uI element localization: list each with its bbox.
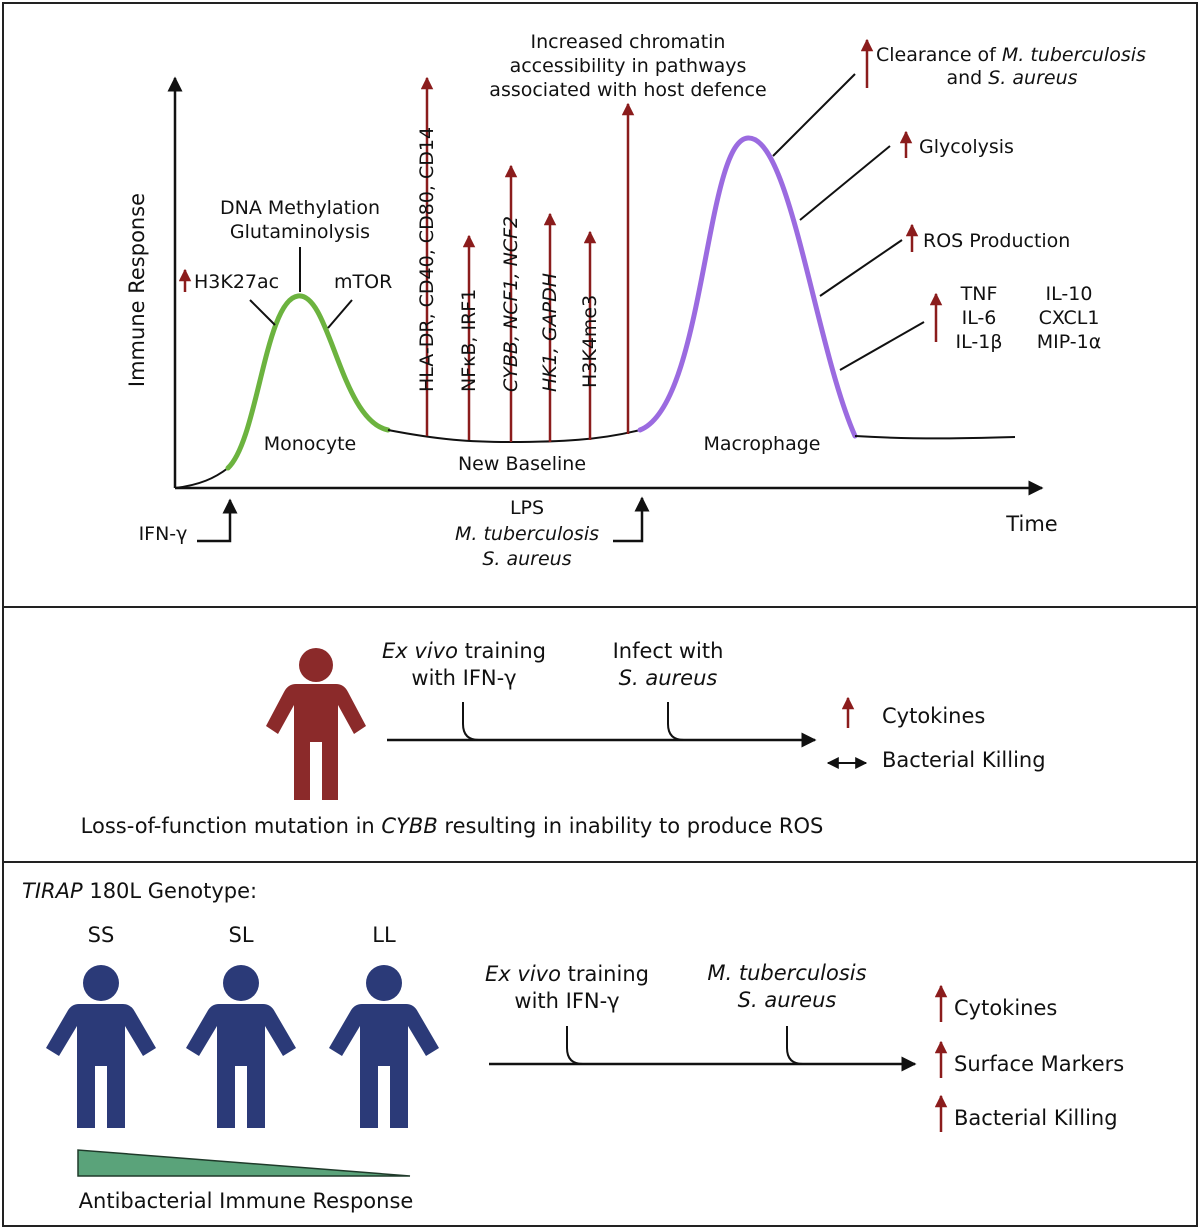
h3k27ac-label: H3K27ac (194, 271, 279, 293)
nfkb-label: NFκB, IRF1 (458, 289, 480, 392)
ros-label: ROS Production (923, 230, 1070, 252)
cytokine-il6: IL-6 (962, 307, 997, 329)
clearance-leader (772, 73, 856, 157)
mtor-leader (327, 299, 353, 329)
infect-line-2: S. aureus (619, 666, 718, 690)
gradient-label: Antibacterial Immune Response (79, 1189, 414, 1213)
stim-lps: LPS (510, 497, 544, 519)
genotype-ll-label: LL (372, 923, 396, 947)
monocyte-curve (225, 293, 391, 471)
cytokine-il10: IL-10 (1046, 283, 1093, 305)
glutaminolysis-label: Glutaminolysis (230, 221, 370, 243)
cytokine-mip: MIP-1α (1037, 331, 1102, 353)
glycolysis-label: Glycolysis (919, 136, 1014, 158)
baseline-label: New Baseline (458, 453, 586, 475)
dna-methylation-label: DNA Methylation (220, 197, 380, 219)
out-3-killing: Bacterial Killing (954, 1106, 1118, 1130)
tail-curve (854, 435, 1016, 440)
training-tick-3 (566, 1026, 584, 1065)
chromatin-line-1: Increased chromatin (531, 31, 726, 53)
panel-2-caption: Loss-of-function mutation in CYBB result… (81, 814, 824, 838)
stim-saureus: S. aureus (482, 548, 571, 570)
training-line-2: with IFN-γ (411, 666, 516, 690)
macrophage-label: Macrophage (704, 433, 821, 455)
pathogen-3-line-1: M. tuberculosis (707, 961, 866, 985)
clearance-line-1: Clearance of M. tuberculosis (876, 44, 1146, 66)
cybb-label: CYBB, NCF1, NCF2 (500, 216, 522, 392)
genotype-ss-figure (46, 965, 156, 1128)
ros-leader (819, 239, 903, 297)
cytokine-tnf: TNF (960, 283, 998, 305)
y-axis-label: Immune Response (125, 193, 149, 387)
panel-3-title: TIRAP 180L Genotype: (22, 879, 257, 903)
genotype-ss-label: SS (88, 923, 115, 947)
genotype-ll-figure (329, 965, 439, 1128)
gradient-wedge (77, 1149, 411, 1177)
x-axis-label: Time (1005, 512, 1057, 536)
panel-3-frame (2, 861, 1198, 1227)
infect-line-1: Infect with (613, 639, 724, 663)
training-3-line-2: with IFN-γ (514, 989, 619, 1013)
h3k27ac-leader (249, 299, 276, 326)
ifng-arrow (197, 498, 238, 543)
pathogen-tick-3 (786, 1026, 804, 1065)
out-killing: Bacterial Killing (882, 748, 1046, 772)
training-line-1: Ex vivo training (382, 639, 546, 663)
stim-mtb: M. tuberculosis (455, 523, 599, 545)
ifng-label: IFN-γ (139, 523, 188, 545)
cytokine-leader (839, 321, 925, 371)
panel-1: Immune Response Time Monocyte New Baseli… (125, 31, 1146, 570)
cytokine-il1b: IL-1β (956, 331, 1003, 353)
glycolysis-leader (799, 145, 891, 221)
surface-marker-label: HLA-DR, CD40, CD80, CD14 (416, 127, 438, 392)
baseline-start-curve (174, 467, 229, 489)
out-3-cytokines: Cytokines (954, 996, 1057, 1020)
h3k4me3-label: H3K4me3 (579, 295, 601, 388)
cytokine-cxcl1: CXCL1 (1039, 307, 1100, 329)
genotype-sl-label: SL (228, 923, 253, 947)
panel-2: Ex vivo training with IFN-γ Infect with … (81, 639, 1046, 838)
macrophage-curve (637, 135, 858, 439)
mtor-label: mTOR (334, 271, 392, 293)
clearance-line-2: and S. aureus (946, 67, 1077, 89)
lps-arrow (613, 496, 650, 543)
out-3-surface: Surface Markers (954, 1052, 1124, 1076)
training-3-line-1: Ex vivo training (485, 962, 649, 986)
patient-figure (266, 648, 366, 800)
out-cytokines: Cytokines (882, 704, 985, 728)
chromatin-line-3: associated with host defence (489, 79, 766, 101)
panel-3: TIRAP 180L Genotype: SS SL LL Antibacter… (22, 879, 1124, 1213)
chromatin-line-2: accessibility in pathways (510, 55, 747, 77)
genotype-sl-figure (186, 965, 296, 1128)
hk1-label: HK1, GAPDH (539, 273, 561, 392)
pathogen-3-line-2: S. aureus (738, 988, 837, 1012)
training-tick (462, 702, 480, 741)
monocyte-label: Monocyte (264, 433, 357, 455)
infect-tick (667, 702, 685, 741)
